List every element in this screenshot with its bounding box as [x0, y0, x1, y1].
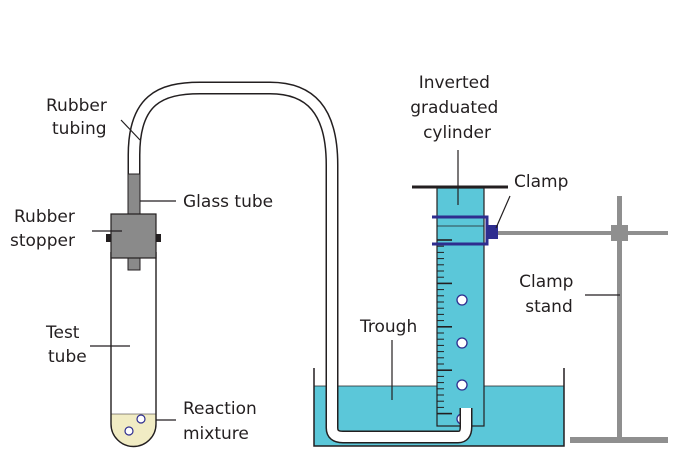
- label-glass-tube: Glass tube: [183, 192, 273, 212]
- leader-clamp: [495, 195, 511, 229]
- rubber-tubing: [127, 81, 473, 444]
- boss-head: [611, 225, 628, 241]
- test-tube-outline: [110, 252, 157, 448]
- label-trough: Trough: [359, 317, 417, 337]
- gas-bubble: [456, 337, 468, 349]
- clamp-stand: [496, 196, 668, 443]
- label-clamp: Clamp: [514, 172, 568, 192]
- gas-bubble: [456, 379, 468, 391]
- clamp-arm: [496, 231, 668, 235]
- gas-bubble: [456, 294, 468, 306]
- label-test-tube: Test tube: [45, 323, 87, 367]
- stand-base: [570, 437, 668, 443]
- bubble: [136, 414, 146, 424]
- label-rubber-tubing: Rubber tubing: [46, 96, 112, 139]
- stand-rod: [617, 196, 622, 440]
- label-inverted-graduated-cylinder: Inverted graduated cylinder: [410, 73, 504, 143]
- inverted-graduated-cylinder: [412, 185, 508, 427]
- graduation-marks: [437, 239, 452, 415]
- label-rubber-stopper: Rubber stopper: [10, 207, 80, 251]
- label-reaction-mixture: Reaction mixture: [183, 399, 262, 444]
- leader-rubber-tubing: [120, 119, 141, 141]
- rubber-stopper: [106, 213, 161, 259]
- test-tube: [110, 252, 157, 448]
- clamp: [432, 215, 498, 246]
- delivery-tube: [127, 81, 473, 444]
- label-clamp-stand: Clamp stand: [519, 272, 579, 317]
- trough-outline: [313, 368, 565, 447]
- bubble: [124, 426, 134, 436]
